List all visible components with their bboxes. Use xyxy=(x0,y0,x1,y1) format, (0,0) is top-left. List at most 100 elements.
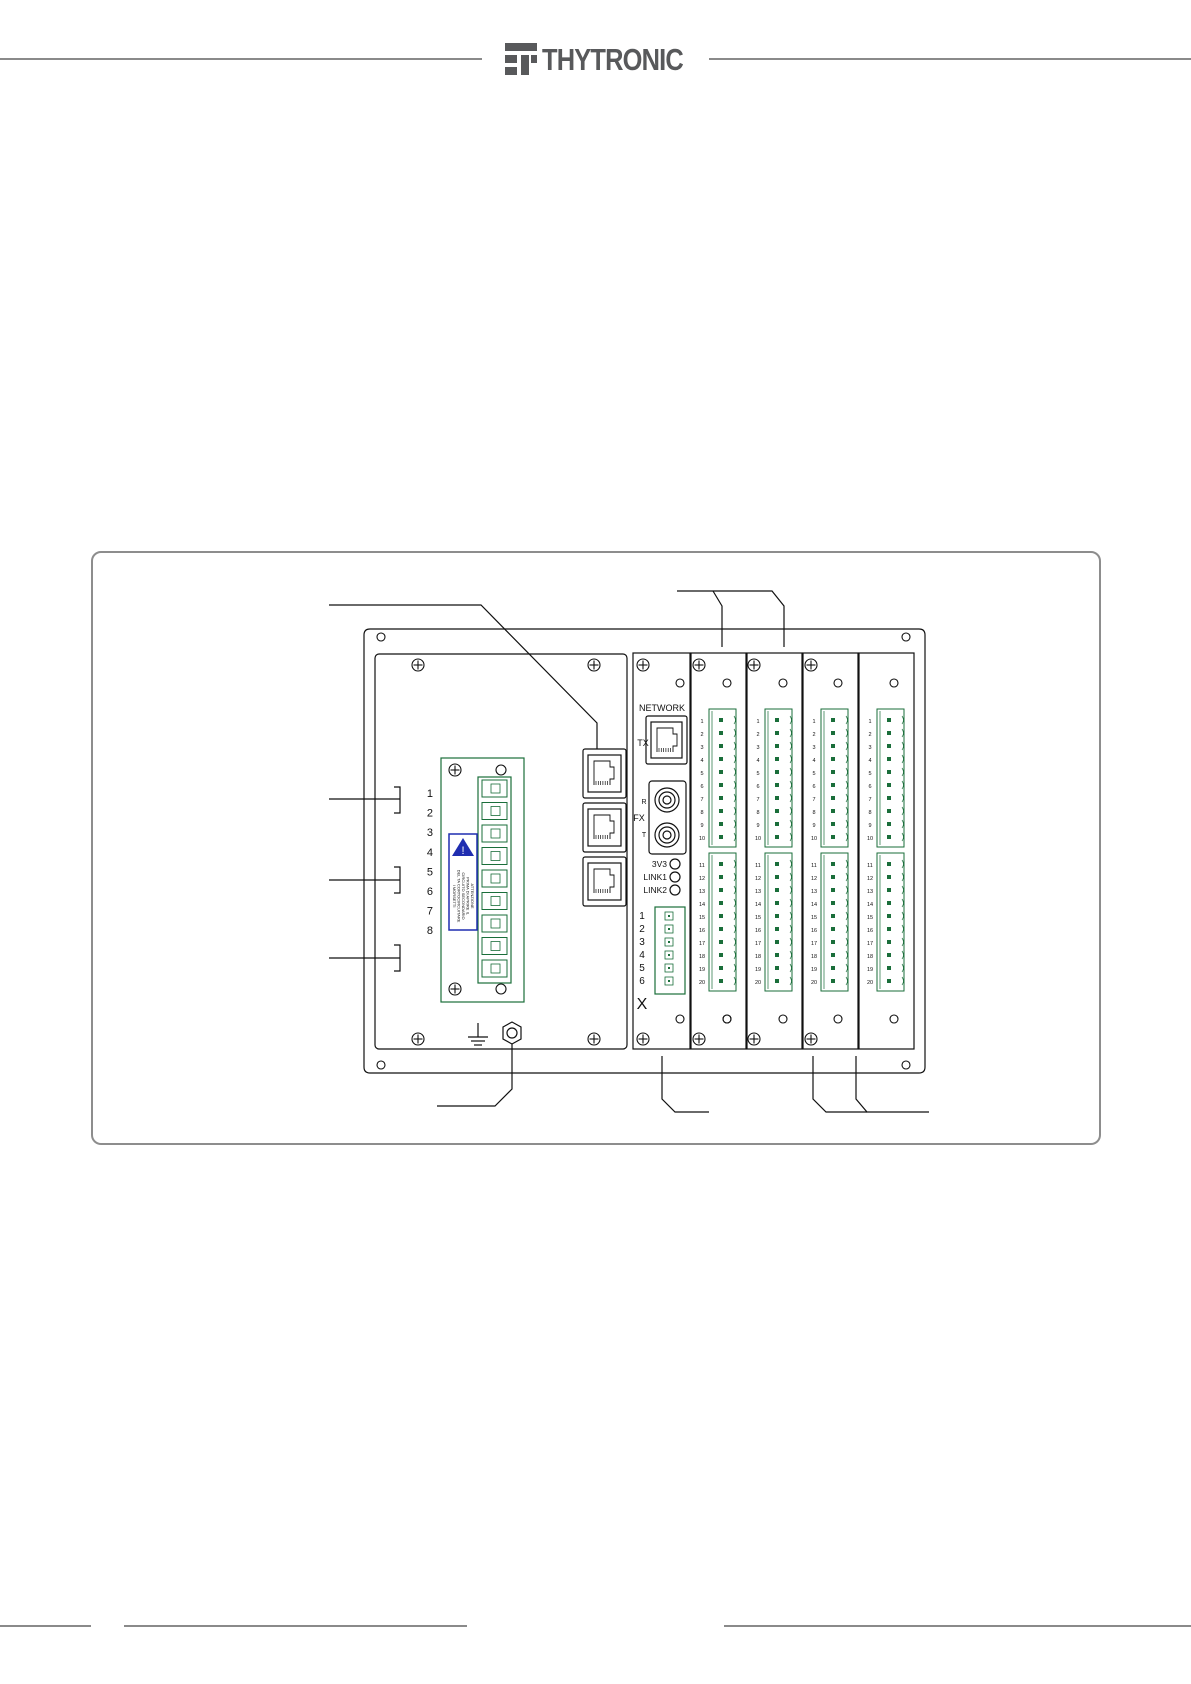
terminal-number: 1 xyxy=(427,788,433,800)
screw-icon xyxy=(587,658,601,672)
board-pin xyxy=(831,953,835,957)
brand-name: THYTRONIC xyxy=(542,42,684,77)
board-pin xyxy=(775,875,779,879)
board-pin-number: 11 xyxy=(867,863,873,869)
x-connector-number: 2 xyxy=(639,924,645,935)
screw-icon xyxy=(747,1032,761,1046)
board-pin-number: 18 xyxy=(699,954,705,960)
board-connector-lower xyxy=(708,852,737,992)
board-pin-number: 1 xyxy=(868,719,871,725)
warning-label-line: ATTENZIONE xyxy=(470,883,475,908)
board-pin-number: 13 xyxy=(755,889,761,895)
board-pin-number: 18 xyxy=(867,954,873,960)
board-connector-upper xyxy=(876,708,905,848)
terminal-block-inner xyxy=(477,776,512,984)
board-pin-number: 6 xyxy=(756,784,759,790)
board-pin xyxy=(719,783,723,787)
board-pin xyxy=(887,940,891,944)
terminal-slot xyxy=(481,869,508,888)
board-pin-number: 8 xyxy=(868,810,871,816)
board-pin-number: 4 xyxy=(868,758,871,764)
led-link2 xyxy=(669,884,681,896)
terminal-number: 8 xyxy=(427,925,433,937)
warning-label-line: DEL TA CORTOCIRCUITARE xyxy=(457,870,462,923)
board-pin-number: 10 xyxy=(699,836,705,842)
header-rule-left xyxy=(0,58,482,60)
board-pin xyxy=(775,770,779,774)
board-pin xyxy=(831,718,835,722)
board-pin xyxy=(887,901,891,905)
board-pin-number: 11 xyxy=(755,863,761,869)
board-pin-number: 19 xyxy=(867,967,873,973)
board-pin xyxy=(775,927,779,931)
board-connector-lower xyxy=(876,852,905,992)
board-pin-number: 9 xyxy=(756,823,759,829)
io-board-1 xyxy=(690,652,747,1050)
thytronic-logo: THYTRONIC xyxy=(505,42,685,78)
board-pin xyxy=(831,979,835,983)
board-pin-number: 17 xyxy=(811,941,817,947)
network-card xyxy=(632,652,691,1050)
x-connector-number: 6 xyxy=(639,976,645,987)
board-pin xyxy=(775,979,779,983)
terminal-slot xyxy=(481,847,508,865)
board-pin-number: 20 xyxy=(755,980,761,986)
board-pin-number: 10 xyxy=(755,836,761,842)
board-pin xyxy=(775,757,779,761)
board-pin-number: 19 xyxy=(755,967,761,973)
board-pin xyxy=(887,966,891,970)
terminal-number: 6 xyxy=(427,886,433,898)
board-pin xyxy=(719,888,723,892)
board-pin xyxy=(719,770,723,774)
leader-top-right xyxy=(677,590,785,647)
board-pin xyxy=(831,901,835,905)
fx-r-label: R xyxy=(641,799,646,806)
board-pin-number: 18 xyxy=(811,954,817,960)
terminal-block xyxy=(440,757,525,1003)
board-pin-number: 3 xyxy=(868,745,871,751)
mounting-hole-icon xyxy=(495,764,507,776)
board-pin-number: 19 xyxy=(699,967,705,973)
terminal-slot xyxy=(481,892,508,910)
terminal-number: 7 xyxy=(427,906,433,918)
board-pin-number: 16 xyxy=(811,928,817,934)
outer-flange xyxy=(363,628,926,1074)
x-connector-pin xyxy=(664,950,674,960)
mounting-hole-icon xyxy=(495,983,507,995)
mounting-hole-icon xyxy=(722,1014,732,1024)
board-pin xyxy=(831,822,835,826)
terminal-number: 4 xyxy=(427,847,433,859)
board-connector-lower xyxy=(820,852,849,992)
board-pin xyxy=(719,875,723,879)
board-pin-number: 15 xyxy=(699,915,705,921)
board-pin-number: 7 xyxy=(700,797,703,803)
screw-icon xyxy=(747,658,761,672)
board-pin-number: 13 xyxy=(699,889,705,895)
rj45-port-2 xyxy=(582,802,627,853)
board-pin-number: 6 xyxy=(868,784,871,790)
rj45-port-3 xyxy=(582,856,627,907)
board-pin-number: 2 xyxy=(812,732,815,738)
board-pin-number: 16 xyxy=(699,928,705,934)
board-pin xyxy=(719,862,723,866)
tx-label: TX xyxy=(637,738,649,748)
board-pin-number: 14 xyxy=(699,902,705,908)
board-pin-number: 12 xyxy=(755,876,761,882)
screw-icon xyxy=(692,658,706,672)
board-pin-number: 17 xyxy=(699,941,705,947)
fx-t-connector xyxy=(654,822,680,848)
mounting-hole-icon xyxy=(675,678,685,688)
board-pin xyxy=(719,744,723,748)
x-connector-number: 1 xyxy=(639,911,645,922)
terminal-number: 2 xyxy=(427,808,433,820)
board-pin-number: 16 xyxy=(867,928,873,934)
warning-triangle-icon xyxy=(452,838,474,856)
board-pin-number: 1 xyxy=(756,719,759,725)
board-pin-number: 9 xyxy=(700,823,703,829)
x-connector-number: 3 xyxy=(639,937,645,948)
io-board-2 xyxy=(746,652,803,1050)
mounting-hole-icon xyxy=(889,1014,899,1024)
led-link1 xyxy=(669,871,681,883)
x-connector xyxy=(654,906,686,995)
